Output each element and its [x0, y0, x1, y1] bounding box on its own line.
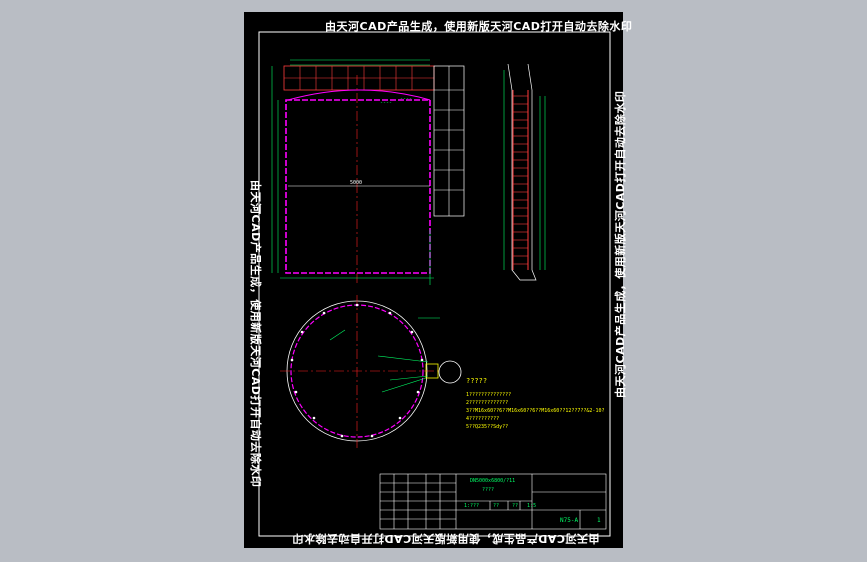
scale-cell: 1:5 — [527, 503, 537, 509]
tank-elevation-drawing: ---- ---- 5000 — [271, 59, 465, 285]
drawing-number: N75-A — [560, 517, 579, 524]
scale-cell: ?? — [493, 503, 500, 509]
watermark-top: 由天河CAD产品生成，使用新版天河CAD打开自动去除水印 — [325, 20, 633, 33]
svg-text:----: ---- — [380, 100, 392, 106]
sheet-frame — [258, 31, 611, 537]
drawing-subtitle: ???? — [482, 487, 495, 493]
note-line: 1?????????????? — [466, 392, 512, 398]
ladder-side-view-drawing — [503, 63, 546, 281]
note-line: 2????????????? — [466, 400, 509, 406]
technical-notes: ????? 1?????????????? 2????????????? 3??… — [466, 377, 604, 431]
drawing-title: DN5000x6800/?11 — [470, 478, 516, 484]
tank-plan-view-drawing — [280, 295, 462, 448]
sheet-number: 1 — [597, 517, 601, 524]
note-line: 5??Q235??Sdy?? — [466, 424, 509, 430]
drawing-sheet — [244, 12, 623, 548]
note-line: 3??M16x60??6??M16x60??6??M16x60??12??7??… — [466, 408, 605, 414]
title-block-grid — [379, 473, 607, 530]
note-line: 4?????????? — [466, 416, 500, 422]
scale-cell: 1:??? — [464, 503, 480, 509]
watermark-bottom: 由天河CAD产品生成，使用新版天河CAD打开自动去除水印 — [292, 532, 600, 545]
notes-heading: ????? — [466, 377, 488, 385]
scale-row: 1:??? ?? ?? 1:5 — [464, 503, 536, 509]
watermark-right: 由天河CAD产品生成，使用新版天河CAD打开自动去除水印 — [614, 90, 627, 398]
svg-text:5000: 5000 — [350, 180, 362, 186]
svg-text:----: ---- — [400, 96, 412, 102]
watermark-left: 由天河CAD产品生成，使用新版天河CAD打开自动去除水印 — [249, 180, 262, 488]
scale-cell: ?? — [512, 503, 519, 509]
